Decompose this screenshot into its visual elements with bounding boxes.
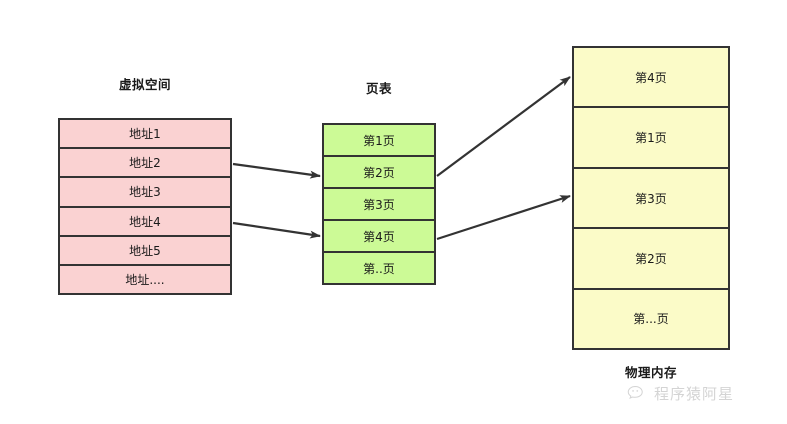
virtual-space-table: 地址1 地址2 地址3 地址4 地址5 地址....	[58, 118, 232, 295]
arrow-virtual-addr2-to-page2	[232, 162, 321, 179]
arrow-virtual-addr4-to-page4	[232, 221, 321, 239]
physical-memory-row: 第1页	[574, 108, 728, 169]
wechat-icon	[627, 386, 643, 400]
virtual-space-row: 地址4	[60, 208, 230, 237]
page-table-row: 第3页	[324, 189, 434, 221]
arrow-page2-to-physical-row1	[436, 76, 571, 177]
physical-memory-row: 第4页	[574, 48, 728, 109]
page-table-row: 第..页	[363, 261, 395, 276]
physical-memory-row: 第2页	[574, 229, 728, 290]
physical-memory-row: 第3页	[574, 169, 728, 230]
physical-memory-title: 物理内存	[624, 365, 677, 380]
virtual-space-row: 地址5	[60, 237, 230, 266]
page-table-row: 第1页	[324, 125, 434, 157]
watermark: 程序猿阿星	[627, 383, 734, 404]
page-table: 第1页 第2页 第3页 第4页 第..页	[322, 123, 436, 285]
virtual-space-row: 地址....	[125, 272, 165, 287]
virtual-space-row: 地址1	[60, 120, 230, 150]
physical-memory-row: 第...页	[633, 312, 669, 327]
page-table-row: 第2页	[324, 157, 434, 189]
arrow-page4-to-physical-row3	[436, 194, 571, 241]
watermark-text: 程序猿阿星	[654, 385, 735, 403]
page-table-row: 第4页	[324, 221, 434, 253]
virtual-space-title: 虚拟空间	[118, 77, 171, 92]
virtual-space-row: 地址2	[60, 149, 230, 179]
virtual-space-row: 地址3	[60, 178, 230, 208]
physical-memory-table: 第4页 第1页 第3页 第2页 第...页	[572, 46, 730, 350]
page-table-title: 页表	[365, 81, 392, 96]
